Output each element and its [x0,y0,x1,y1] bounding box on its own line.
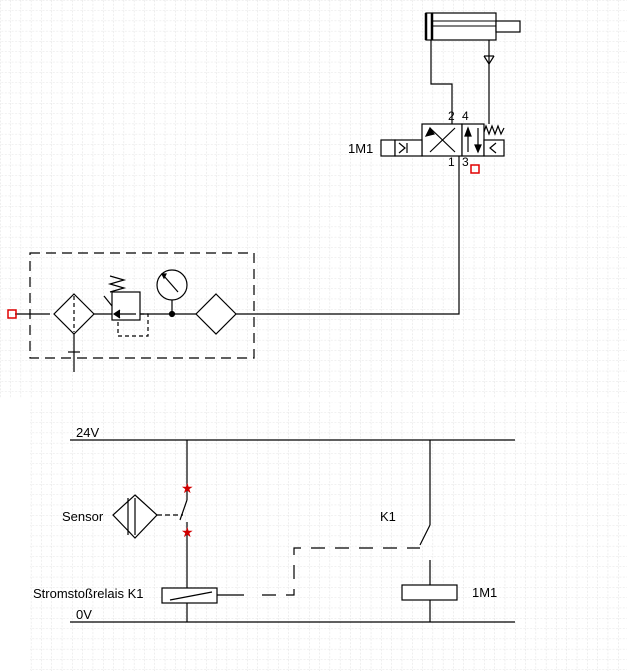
relay-label: Stromstoßrelais K1 [33,586,144,601]
port-marker-exhaust[interactable] [470,164,480,174]
sensor-label: Sensor [62,509,104,524]
double-acting-cylinder [424,12,521,41]
valve-label: 1M1 [348,141,373,156]
frl-enclosure [29,252,255,359]
grid-background-lower [30,402,627,671]
pneumatic-circuit [15,12,521,372]
pressure-regulator-symbol [103,275,149,337]
impulse-relay-coil [161,547,420,604]
rail-24v-label: 24V [76,425,99,440]
filter-symbol [53,293,112,372]
electrical-circuit [70,439,515,623]
rail-0v-label: 0V [76,607,92,622]
port-label-2: 2 [448,109,455,123]
directional-valve-4-2 [380,123,505,157]
port-marker-inlet[interactable] [7,309,17,319]
port-label-1: 1 [448,155,455,169]
line-supply [230,156,460,315]
solenoid-coil-1m1 [401,584,458,601]
coil-label-1m1: 1M1 [472,585,497,600]
port-label-4: 4 [462,109,469,123]
pressure-gauge-symbol [140,269,196,318]
sensor-symbol [112,494,158,539]
lubricator-symbol [195,293,237,335]
port-label-3: 3 [462,155,469,169]
check-valve-symbol [483,55,495,66]
line-cylinder-port2 [430,40,453,124]
star-marker-bottom: ★ [181,524,194,540]
grid-background-upper [0,0,627,398]
contact-label-k1: K1 [380,509,396,524]
star-marker-top: ★ [181,480,194,496]
